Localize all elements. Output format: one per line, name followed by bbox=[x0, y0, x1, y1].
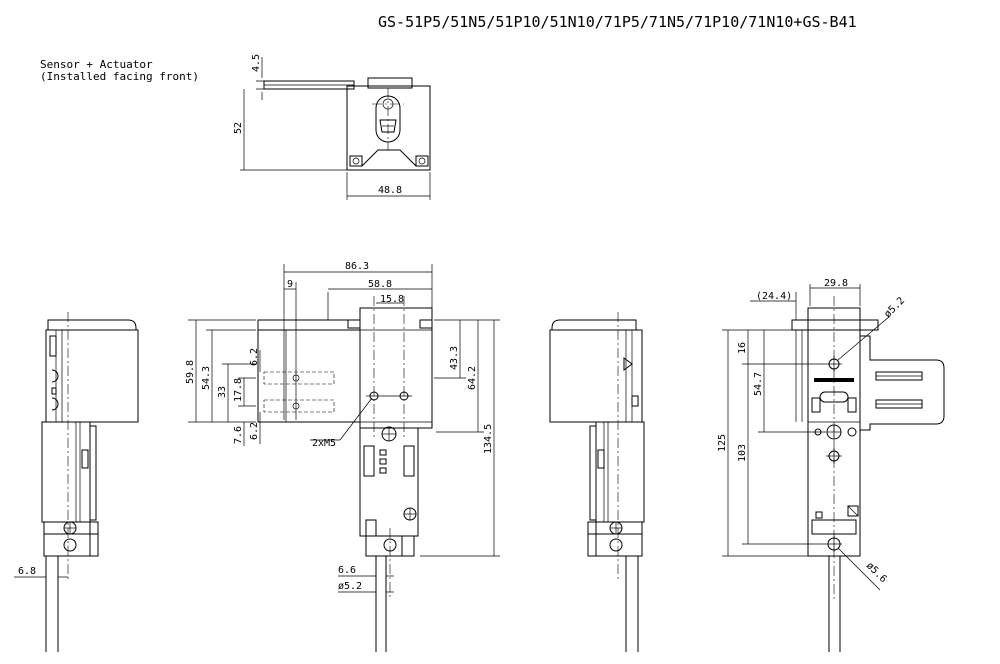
dim-front-15-8: 15.8 bbox=[380, 294, 404, 305]
dim-front-64-2: 64.2 bbox=[467, 366, 478, 390]
dim-front-9: 9 bbox=[287, 279, 293, 290]
note-line-1: Sensor + Actuator bbox=[40, 58, 153, 71]
dim-front-59-8: 59.8 bbox=[185, 360, 196, 384]
drawing-title: GS-51P5/51N5/51P10/51N10/71P5/71N5/71P10… bbox=[378, 13, 857, 31]
dim-rear-dia-5-6: ø5.6 bbox=[864, 560, 889, 585]
dim-front-86-3: 86.3 bbox=[345, 261, 369, 272]
top-view: 4.5 52 48.8 bbox=[233, 54, 431, 200]
dim-front-6-6: 6.6 bbox=[338, 565, 356, 576]
dim-front-54-3: 54.3 bbox=[201, 366, 212, 390]
dim-front-134-5: 134.5 bbox=[483, 424, 494, 454]
dim-rear-24-4: (24.4) bbox=[756, 291, 792, 302]
dim-front-43-3: 43.3 bbox=[449, 346, 460, 370]
label-2xm5: 2xM5 bbox=[312, 438, 336, 449]
dim-front-7-6: 7.6 bbox=[233, 426, 244, 444]
note-line-2: (Installed facing front) bbox=[40, 70, 199, 83]
dim-left-6-8: 6.8 bbox=[18, 566, 36, 577]
right-side-view bbox=[549, 312, 645, 652]
dim-rear-29-8: 29.8 bbox=[824, 278, 848, 289]
dim-front-dia-5-2: ø5.2 bbox=[338, 581, 362, 592]
dim-front-6-2-b: 6.2 bbox=[249, 422, 260, 440]
dim-rear-16: 16 bbox=[737, 342, 748, 354]
dim-front-58-8: 58.8 bbox=[368, 279, 392, 290]
dim-front-33: 33 bbox=[217, 386, 228, 398]
dim-rear-54-7: 54.7 bbox=[753, 372, 764, 396]
dim-top-48-8: 48.8 bbox=[378, 185, 402, 196]
dim-front-6-2-a: 6.2 bbox=[249, 348, 260, 366]
dim-top-4-5: 4.5 bbox=[251, 54, 262, 72]
dim-top-52: 52 bbox=[233, 122, 244, 134]
dim-rear-dia-5-2: ø5.2 bbox=[882, 295, 907, 320]
dim-rear-125: 125 bbox=[717, 434, 728, 452]
dim-front-17-8: 17.8 bbox=[233, 378, 244, 402]
left-side-view: 6.8 bbox=[14, 312, 139, 652]
rear-view: (24.4) 29.8 ø5.2 16 54.7 125 103 ø5.6 bbox=[717, 278, 945, 652]
front-view: 86.3 58.8 9 15.8 59.8 54.3 33 17.8 6.2 6… bbox=[185, 261, 500, 652]
dim-rear-103: 103 bbox=[737, 444, 748, 462]
